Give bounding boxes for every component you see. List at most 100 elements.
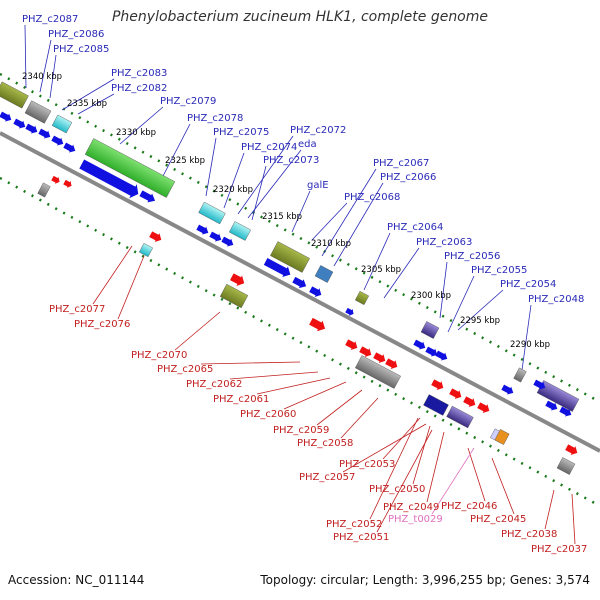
- leader-line: [431, 447, 475, 515]
- axis-tick-label: 2295 kbp: [460, 316, 500, 326]
- forward-gene-arrow: [38, 128, 51, 139]
- reverse-gene-arrow: [373, 352, 386, 363]
- gene-label-reverse: PHZ_c2050: [369, 484, 425, 495]
- axis-tick-label: 2305 kbp: [361, 265, 401, 275]
- leader-line: [92, 245, 133, 305]
- leader-line: [77, 93, 115, 115]
- leader-line: [544, 489, 555, 530]
- genome-backbone: [0, 131, 600, 453]
- outer-track-upper: [0, 72, 600, 404]
- gene-label-reverse: PHZ_c2049: [383, 502, 439, 513]
- leader-line: [447, 275, 475, 333]
- reverse-gene-arrow: [345, 339, 358, 350]
- feature-block: [270, 241, 310, 273]
- feature-block: [420, 321, 440, 339]
- forward-gene-arrow: [263, 258, 291, 278]
- leader-line: [49, 54, 57, 99]
- leader-line: [229, 371, 319, 380]
- leader-line: [256, 377, 331, 395]
- leader-line: [342, 423, 427, 473]
- gene-label-reverse: PHZ_c2070: [131, 350, 187, 361]
- leader-line: [333, 182, 384, 267]
- feature-block: [219, 283, 249, 309]
- feature-block: [84, 138, 176, 198]
- forward-gene-arrow: [309, 286, 322, 297]
- forward-gene-arrow: [79, 159, 139, 199]
- leader-line: [316, 389, 363, 426]
- gene-label-forward: eda: [298, 139, 317, 150]
- leader-line: [61, 78, 115, 111]
- feature-block: [138, 242, 154, 258]
- feature-block: [0, 81, 29, 109]
- accession-text: Accession: NC_011144: [8, 573, 145, 587]
- gene-label-reverse: PHZ_c2057: [299, 472, 355, 483]
- forward-gene-arrow: [501, 384, 514, 395]
- leader-line: [363, 232, 391, 291]
- forward-gene-arrow: [413, 339, 426, 350]
- forward-gene-arrow: [209, 231, 222, 242]
- feature-block: [354, 290, 370, 306]
- reverse-gene-arrow: [463, 396, 476, 407]
- feature-block: [355, 355, 401, 389]
- leader-line: [291, 190, 311, 233]
- axis-tick-label: 2315 kbp: [262, 212, 302, 222]
- forward-gene-arrow: [435, 350, 448, 361]
- feature-block: [314, 265, 334, 283]
- gene-label-forward: PHZ_c2079: [160, 96, 216, 107]
- forward-gene-arrow: [533, 379, 546, 390]
- leader-line: [321, 168, 377, 257]
- reverse-gene-arrow: [385, 358, 398, 369]
- leader-line: [247, 149, 302, 219]
- gene-label-reverse: PHZ_c2058: [297, 438, 353, 449]
- forward-gene-arrow: [345, 307, 354, 316]
- gene-label-forward: PHZ_c2075: [213, 127, 269, 138]
- gene-label-forward: PHZ_c2072: [290, 125, 346, 136]
- gene-label-forward: PHZ_c2064: [387, 222, 443, 233]
- forward-gene-arrow: [13, 118, 26, 129]
- reverse-gene-arrow: [359, 346, 372, 357]
- gene-label-forward: PHZ_c2055: [471, 265, 527, 276]
- leader-line: [200, 361, 301, 365]
- gene-label-forward: PHZ_c2085: [53, 44, 109, 55]
- leader-line: [412, 425, 431, 485]
- map-title: Phenylobacterium zucineum HLK1, complete…: [111, 9, 489, 25]
- feature-block: [513, 367, 527, 383]
- axis-tick-label: 2330 kbp: [116, 128, 156, 138]
- topology-text: Topology: circular; Length: 3,996,255 bp…: [260, 573, 590, 587]
- leader-line: [439, 261, 448, 319]
- reverse-gene-arrow: [449, 388, 462, 399]
- gene-label-forward: PHZ_c2068: [344, 192, 400, 203]
- leader-line: [491, 457, 515, 515]
- forward-gene-arrow: [63, 142, 76, 153]
- gene-label-reverse: PHZ_c2051: [333, 532, 389, 543]
- feature-block: [494, 429, 510, 445]
- reverse-gene-arrow: [51, 175, 60, 184]
- gene-label-forward: PHZ_c2073: [263, 155, 319, 166]
- gene-label-reverse: PHZ_c2076: [74, 319, 130, 330]
- leader-line: [521, 304, 532, 371]
- gene-label-forward: PHZ_c2067: [373, 158, 429, 169]
- gene-label-reverse: PHZ_c2060: [240, 409, 296, 420]
- gene-label-forward: PHZ_c2054: [500, 279, 556, 290]
- gene-label-reverse: PHZ_c2052: [326, 519, 382, 530]
- reverse-gene-arrow: [63, 179, 72, 188]
- gene-label-reverse: PHZ_c2065: [157, 364, 213, 375]
- forward-gene-arrow: [545, 400, 558, 411]
- gene-label-forward: galE: [307, 180, 329, 191]
- leader-line: [340, 397, 379, 439]
- leader-line: [571, 493, 576, 545]
- feature-block: [556, 457, 576, 475]
- leader-line: [117, 255, 145, 320]
- gene-label-forward: PHZ_c2063: [416, 237, 472, 248]
- axis-tick-label: 2335 kbp: [67, 99, 107, 109]
- gene-label-reverse: PHZ_c2059: [273, 425, 329, 436]
- gene-label-reverse: PHZ_c2062: [186, 379, 242, 390]
- forward-gene-arrow: [51, 135, 64, 146]
- axis-tick-label: 2325 kbp: [165, 156, 205, 166]
- gene-label-forward: PHZ_c2087: [22, 14, 78, 25]
- reverse-gene-arrow: [149, 231, 162, 242]
- forward-gene-arrow: [0, 111, 12, 122]
- feature-block: [51, 114, 73, 134]
- forward-gene-arrow: [559, 406, 572, 417]
